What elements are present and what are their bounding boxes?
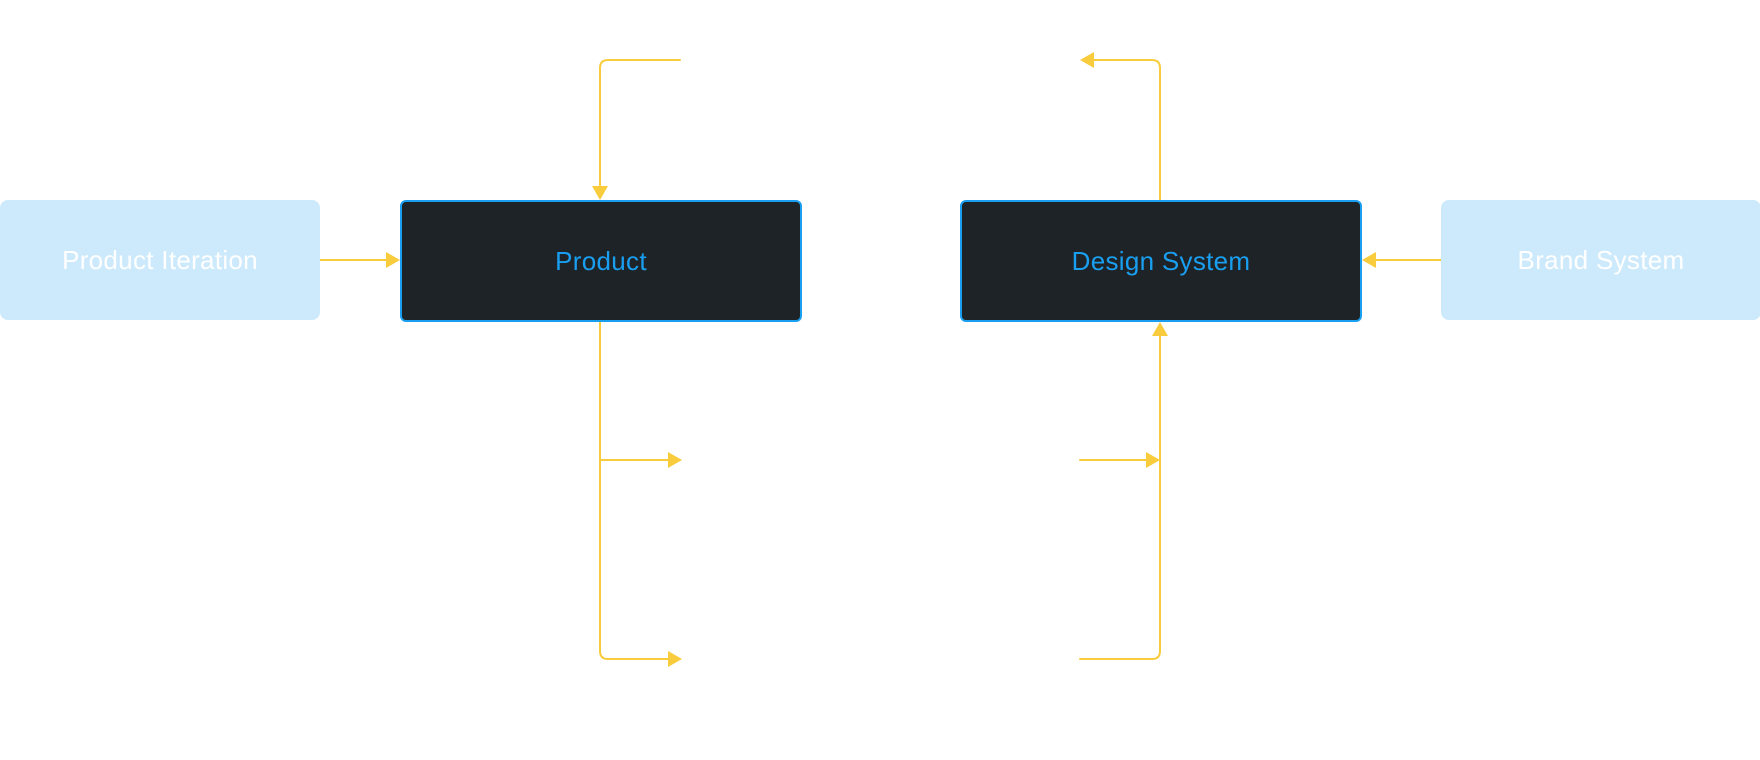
design-system-label: Design System bbox=[1071, 245, 1251, 276]
edge-bottom-into-design-system bbox=[1079, 331, 1161, 660]
arrowhead-into-design-system-bottom bbox=[1152, 322, 1168, 336]
arrowhead-design-system-out-top bbox=[1080, 52, 1094, 68]
arrowhead-into-product-top bbox=[592, 186, 608, 200]
arrowhead-into-design-system-middle bbox=[1146, 452, 1160, 468]
edge-product-down-trunk bbox=[599, 321, 671, 660]
product-label: Product bbox=[555, 245, 647, 276]
edge-top-into-product bbox=[599, 59, 681, 191]
arrowhead-into-design-system-right bbox=[1362, 252, 1376, 268]
design-system-node[interactable]: Design System bbox=[960, 200, 1362, 322]
product-iteration-node[interactable]: Product Iteration bbox=[0, 200, 320, 320]
product-node[interactable]: Product bbox=[400, 200, 802, 322]
arrowhead-into-product-left bbox=[386, 252, 400, 268]
product-iteration-label: Product Iteration bbox=[62, 244, 258, 275]
brand-system-label: Brand System bbox=[1517, 244, 1685, 275]
brand-system-node[interactable]: Brand System bbox=[1441, 200, 1760, 320]
arrowhead-product-branch-bottom bbox=[668, 651, 682, 667]
edge-design-system-up bbox=[1089, 59, 1161, 201]
arrowhead-product-branch-middle bbox=[668, 452, 682, 468]
